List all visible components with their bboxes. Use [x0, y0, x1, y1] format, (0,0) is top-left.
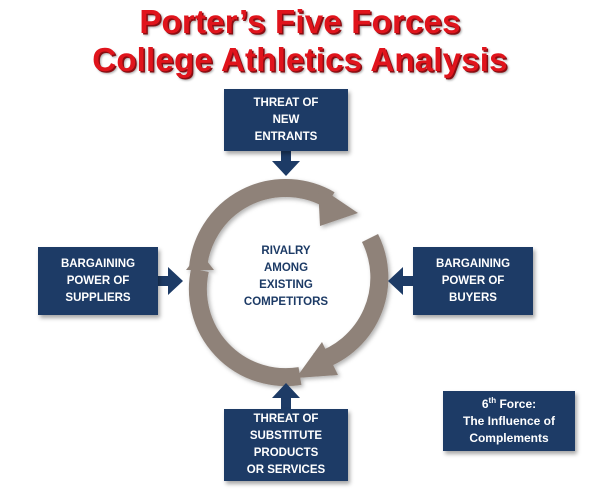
force-label-left: BARGAINING POWER OF SUPPLIERS — [60, 257, 136, 304]
sixth-force-complements: 6th Force: The Influence of Complements — [443, 391, 575, 451]
force-threat-of-substitutes: THREAT OF SUBSTITUTE PRODUCTS OR SERVICE… — [224, 409, 348, 481]
rivalry-ring-arrowhead-left — [186, 252, 214, 270]
diagram-title-line-1: Porter’s Five Forces — [139, 3, 461, 40]
sixth-force-heading: 6th Force: — [463, 396, 555, 413]
force-rivalry-among-competitors: RIVALRY AMONG EXISTING COMPETITORS — [243, 245, 329, 308]
rivalry-ring — [186, 179, 389, 387]
rivalry-ring-arc-left — [188, 268, 302, 387]
rivalry-ring-arc-lower — [313, 233, 389, 371]
force-threat-of-new-entrants: THREAT OF NEW ENTRANTS — [224, 89, 348, 151]
sixth-force-number: 6 — [481, 396, 489, 411]
rivalry-ring-arrowhead-lower — [296, 342, 338, 378]
force-label-bottom: THREAT OF SUBSTITUTE PRODUCTS OR SERVICE… — [246, 413, 326, 476]
sixth-force-line-3: Complements — [469, 430, 549, 445]
diagram-title-line-2: College Athletics Analysis — [92, 41, 508, 78]
arrow-from-top — [272, 151, 300, 176]
force-bargaining-power-of-buyers: BARGAINING POWER OF BUYERS — [413, 247, 533, 315]
sixth-force-line-2: The Influence of — [462, 413, 555, 428]
force-label-right: BARGAINING POWER OF BUYERS — [435, 257, 511, 304]
force-bargaining-power-of-suppliers: BARGAINING POWER OF SUPPLIERS — [38, 247, 158, 315]
sixth-force-ordinal: th — [488, 395, 497, 405]
arrow-from-bottom — [272, 383, 300, 409]
arrow-from-right — [388, 267, 413, 295]
arrow-from-left — [158, 267, 183, 295]
rivalry-ring-arrowhead-upper — [318, 186, 358, 226]
force-label-top: THREAT OF NEW ENTRANTS — [253, 96, 319, 143]
sixth-force-label-suffix: Force: — [496, 396, 537, 411]
rivalry-ring-arc-upper — [189, 179, 335, 270]
